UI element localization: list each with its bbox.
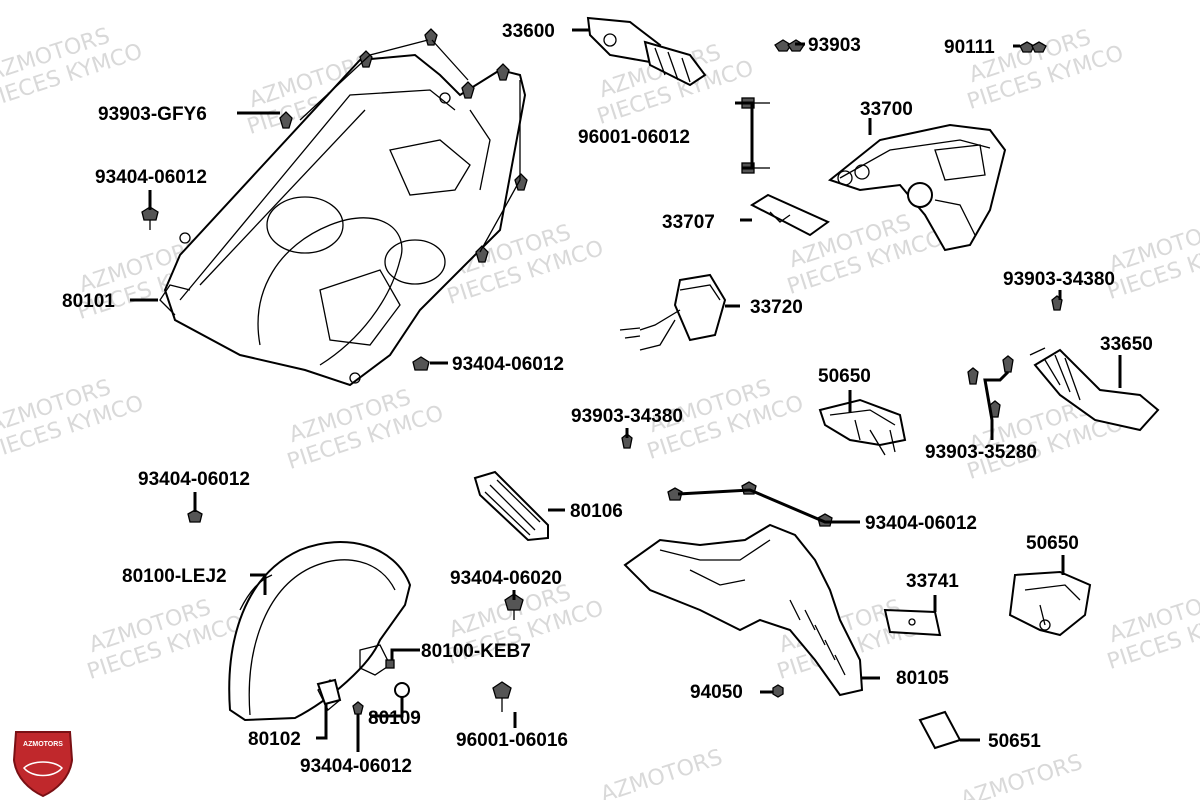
part-50650-bracket-a[interactable] — [818, 398, 907, 456]
watermark-1: AZMOTORS PIECES KYMCO — [0, 24, 146, 114]
label-33650: 33650 — [1100, 334, 1153, 355]
watermark-4: AZMOTORS PIECES KYMCO — [964, 25, 1126, 115]
part-93404-06012-screw-b[interactable] — [412, 356, 430, 371]
label-33600: 33600 — [502, 21, 555, 42]
label-96001-06012: 96001-06012 — [578, 127, 690, 148]
label-80101: 80101 — [62, 291, 115, 312]
part-96001-06012-bolts[interactable] — [741, 97, 770, 174]
label-80105: 80105 — [896, 668, 949, 689]
part-93404-06012-screws-d[interactable] — [667, 481, 833, 527]
label-93404-06012-e: 93404-06012 — [300, 756, 412, 777]
label-93404-06012-c: 93404-06012 — [138, 469, 250, 490]
label-93404-06012-b: 93404-06012 — [452, 354, 564, 375]
label-50651: 50651 — [988, 731, 1041, 752]
part-90111-clip[interactable] — [1019, 41, 1047, 53]
label-33707: 33707 — [662, 212, 715, 233]
svg-text:AZMOTORS: AZMOTORS — [598, 745, 726, 800]
part-50650-bracket-b[interactable] — [1008, 570, 1092, 637]
label-50650-b: 50650 — [1026, 533, 1079, 554]
part-80106-reflector[interactable] — [473, 470, 549, 542]
leader-lines — [130, 28, 1122, 752]
part-93903-35280-screws[interactable] — [967, 355, 1014, 418]
part-33650-turn-signal[interactable] — [1029, 347, 1160, 432]
label-93404-06020: 93404-06020 — [450, 568, 562, 589]
watermark-9: AZMOTORS PIECES KYMCO — [0, 375, 147, 465]
label-80100-lej2: 80100-LEJ2 — [122, 566, 227, 587]
part-50651-plate[interactable] — [918, 710, 962, 750]
svg-text:AZMOTORS: AZMOTORS — [23, 741, 63, 748]
part-labels: 33600 93903 90111 93903-GFY6 96001-06012… — [62, 21, 1153, 777]
watermark-18: AZMOTORS — [958, 750, 1086, 800]
azmotors-logo: AZMOTORS — [12, 731, 74, 798]
part-93404-06012-screw-a[interactable] — [141, 206, 159, 230]
label-90111: 90111 — [944, 37, 995, 58]
part-80100-lej2-front-fender[interactable] — [228, 541, 412, 722]
watermark-16: AZMOTORS PIECES KYMCO — [1104, 585, 1200, 675]
label-33700: 33700 — [860, 99, 913, 120]
label-80102: 80102 — [248, 729, 301, 750]
label-93404-06012-d: 93404-06012 — [865, 513, 977, 534]
label-94050: 94050 — [690, 682, 743, 703]
label-93404-06012-a: 93404-06012 — [95, 167, 207, 188]
part-33741-plate[interactable] — [883, 608, 942, 637]
label-80100-keb7: 80100-KEB7 — [421, 641, 531, 662]
label-33741: 33741 — [906, 571, 959, 592]
part-80109-nut[interactable] — [394, 682, 410, 698]
part-33707-plate[interactable] — [749, 193, 830, 237]
svg-text:AZMOTORS: AZMOTORS — [958, 750, 1086, 800]
part-80100-keb7[interactable] — [385, 659, 395, 669]
label-93903: 93903 — [808, 35, 861, 56]
part-93404-06012-screw-e[interactable] — [352, 701, 364, 715]
part-96001-06016-bolt[interactable] — [492, 681, 512, 712]
part-80101-rear-inner-cover[interactable] — [159, 53, 527, 387]
part-94050-nut[interactable] — [772, 684, 784, 698]
watermark-13: AZMOTORS PIECES KYMCO — [84, 595, 246, 685]
watermark-10: AZMOTORS PIECES KYMCO — [284, 385, 446, 475]
label-33720: 33720 — [750, 297, 803, 318]
part-33600-turn-signal[interactable] — [586, 16, 707, 87]
label-93903-34380-a: 93903-34380 — [1003, 269, 1115, 290]
watermark-8: AZMOTORS PIECES KYMCO — [1104, 215, 1200, 305]
label-80106: 80106 — [570, 501, 623, 522]
label-93903-34380-b: 93903-34380 — [571, 406, 683, 427]
part-33720-license-light[interactable] — [619, 273, 727, 351]
watermark-17: AZMOTORS — [598, 745, 726, 800]
label-93903-gfy6: 93903-GFY6 — [98, 104, 207, 125]
label-93903-35280: 93903-35280 — [925, 442, 1037, 463]
label-96001-06016: 96001-06016 — [456, 730, 568, 751]
part-80102-bracket[interactable] — [316, 678, 342, 706]
label-80109: 80109 — [368, 708, 421, 729]
label-50650-a: 50650 — [818, 366, 871, 387]
part-80105-rear-fender[interactable] — [623, 523, 864, 697]
screw-set-80101 — [279, 28, 528, 263]
part-33700-tail-light[interactable] — [827, 123, 1007, 252]
